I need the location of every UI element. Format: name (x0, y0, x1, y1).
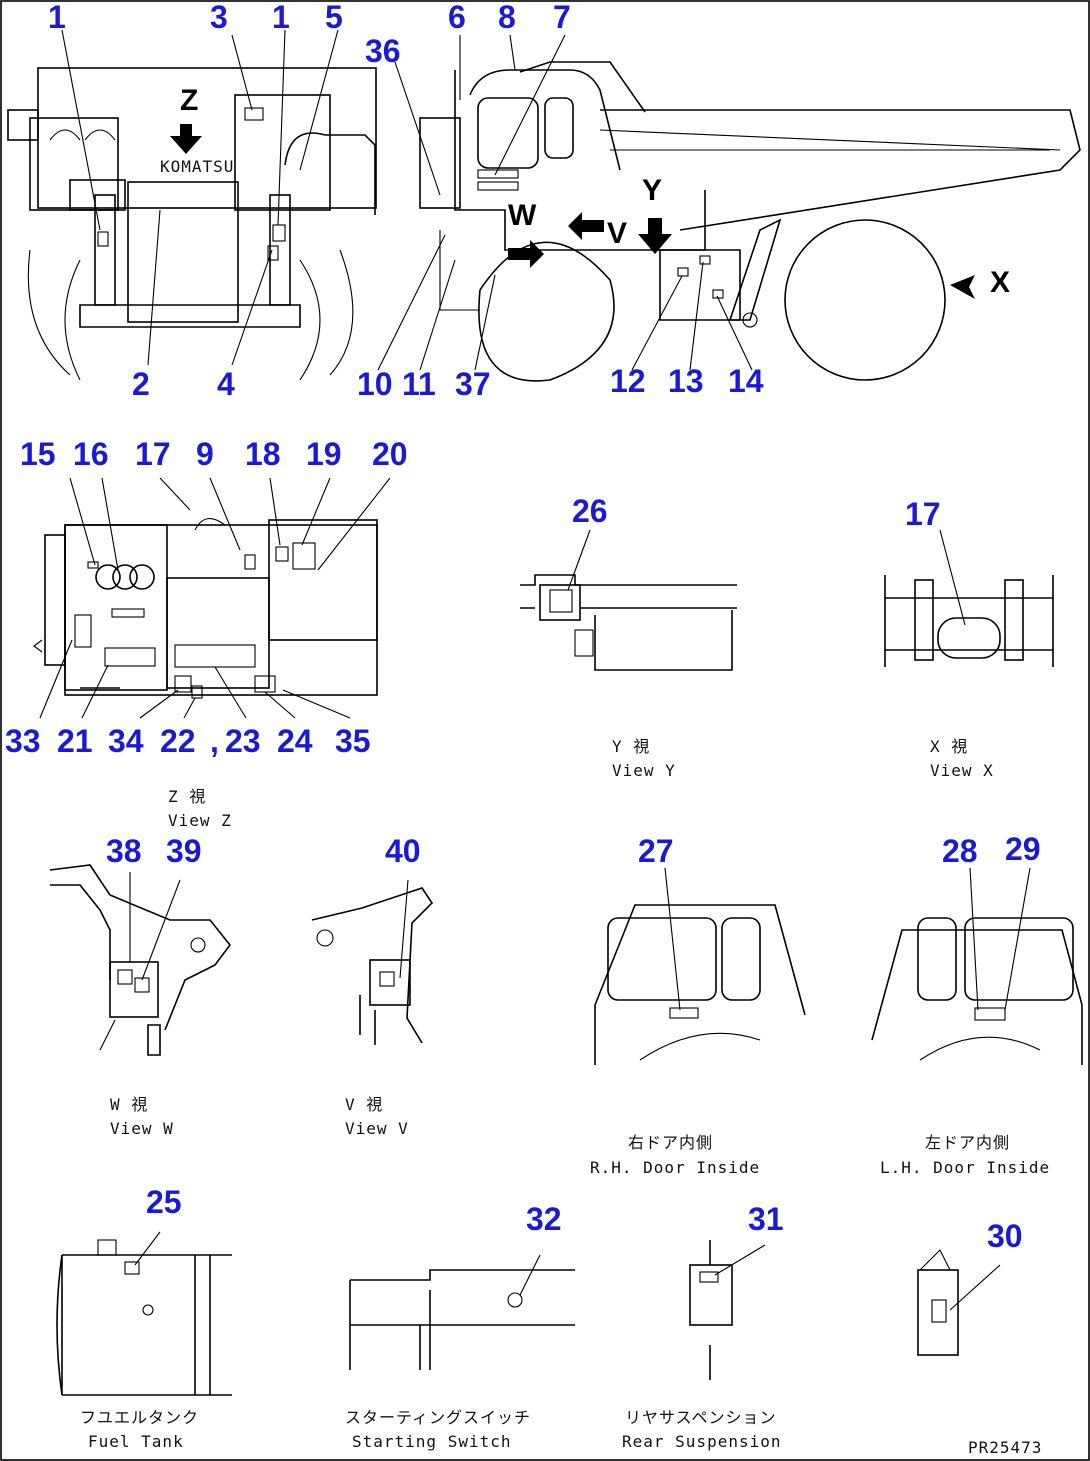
part-30-drawing (917, 1249, 1001, 1356)
rh-door-drawing (594, 867, 806, 1065)
callout-40: 40 (385, 833, 421, 869)
callout-28: 28 (942, 833, 978, 869)
view-y-caption: View Y (612, 761, 676, 780)
callout-32: 32 (526, 1201, 562, 1237)
callout-10: 10 (357, 366, 393, 402)
front-wheel (478, 241, 615, 382)
callout-13: 13 (668, 363, 704, 399)
view-v-caption-jp: V 視 (345, 1095, 383, 1114)
callout-12: 12 (610, 363, 646, 399)
starting-switch-caption-jp: スターティングスイッチ (345, 1408, 531, 1427)
view-x-drawing (884, 529, 1054, 667)
view-z-caption: View Z (168, 811, 232, 830)
rear-suspension-caption: Rear Suspension (622, 1432, 782, 1451)
callout-27: 27 (638, 833, 674, 869)
view-w-caption-jp: W 視 (110, 1095, 148, 1114)
callout-7: 7 (553, 0, 571, 35)
view-v-caption: View V (345, 1119, 409, 1138)
starting-switch-caption: Starting Switch (352, 1432, 512, 1451)
dump-body (600, 109, 1081, 231)
callout-8: 8 (498, 0, 516, 35)
callout-24: 24 (277, 723, 313, 759)
callout-16: 16 (73, 436, 109, 472)
callout-5: 5 (325, 0, 343, 35)
callout-23: 23 (225, 723, 261, 759)
rear-wheel (784, 219, 946, 381)
rear-suspension-caption-jp: リヤサスペンション (625, 1408, 777, 1427)
callout-9: 9 (196, 436, 214, 472)
view-x-caption-jp: X 視 (930, 737, 968, 756)
callout-4: 4 (217, 366, 235, 402)
front-view-truck (7, 29, 377, 381)
view-letter-y: Y (642, 174, 662, 207)
callout-1b: 1 (272, 0, 290, 35)
fuel-tank-caption-jp: フユエルタンク (80, 1408, 199, 1427)
view-letter-v: V (607, 217, 627, 250)
view-v-drawing (311, 879, 434, 1045)
callout-37: 37 (455, 366, 491, 402)
view-letter-x: X (990, 266, 1010, 299)
view-letter-z: Z (180, 84, 198, 117)
fuel-tank-caption: Fuel Tank (88, 1432, 184, 1451)
rear-suspension-drawing (689, 1240, 766, 1380)
callout-19: 19 (306, 436, 342, 472)
callout-34: 34 (108, 723, 144, 759)
callout-14: 14 (728, 363, 764, 399)
lh-door-caption-jp: 左ドア内側 (925, 1133, 1010, 1152)
view-x-caption: View X (930, 761, 994, 780)
brand-badge: KOMATSU (160, 157, 234, 176)
callout-29: 29 (1005, 831, 1041, 867)
callout-36: 36 (365, 33, 401, 69)
callout-2: 2 (132, 366, 150, 402)
callout-31: 31 (748, 1201, 784, 1237)
view-y-drawing (520, 529, 737, 671)
lh-door-caption: L.H. Door Inside (880, 1158, 1050, 1177)
callout-21: 21 (57, 723, 93, 759)
fuel-tank-drawing (56, 1231, 232, 1396)
callout-17b: 17 (905, 496, 941, 532)
front-grille (127, 181, 239, 323)
callout-3: 3 (210, 0, 228, 35)
starting-switch-drawing (349, 1254, 575, 1370)
callout-33: 33 (5, 723, 41, 759)
view-w-drawing (49, 864, 232, 1056)
comma-mark: , (210, 723, 219, 759)
callout-18: 18 (245, 436, 281, 472)
callout-26: 26 (572, 493, 608, 529)
callout-35: 35 (335, 723, 371, 759)
callout-11: 11 (402, 366, 436, 402)
callout-38: 38 (106, 833, 142, 869)
view-z-caption-jp: Z 視 (168, 787, 206, 806)
rh-door-caption-jp: 右ドア内側 (628, 1133, 713, 1152)
rh-door-caption: R.H. Door Inside (590, 1158, 760, 1177)
callout-30: 30 (987, 1218, 1023, 1254)
label-plate-17b (937, 617, 1001, 659)
side-view-truck (377, 34, 1081, 382)
view-y-caption-jp: Y 視 (612, 737, 650, 756)
lh-door-drawing (871, 867, 1083, 1065)
cab-window (477, 97, 539, 169)
callout-17a: 17 (135, 436, 171, 472)
callout-15: 15 (20, 436, 56, 472)
callout-39: 39 (166, 833, 202, 869)
part-callouts: 1 3 1 5 2 4 36 6 8 7 10 11 37 12 13 14 1… (5, 0, 1041, 1254)
label-plate-3 (244, 107, 264, 121)
callout-25: 25 (146, 1184, 182, 1220)
callout-22: 22 (160, 723, 196, 759)
callout-1a: 1 (48, 0, 66, 35)
view-letter-w: W (508, 199, 537, 232)
view-w-caption: View W (110, 1119, 174, 1138)
view-z-drawing (33, 477, 391, 719)
callout-20: 20 (372, 436, 408, 472)
drawing-id: PR25473 (968, 1438, 1042, 1457)
callout-6: 6 (448, 0, 466, 35)
